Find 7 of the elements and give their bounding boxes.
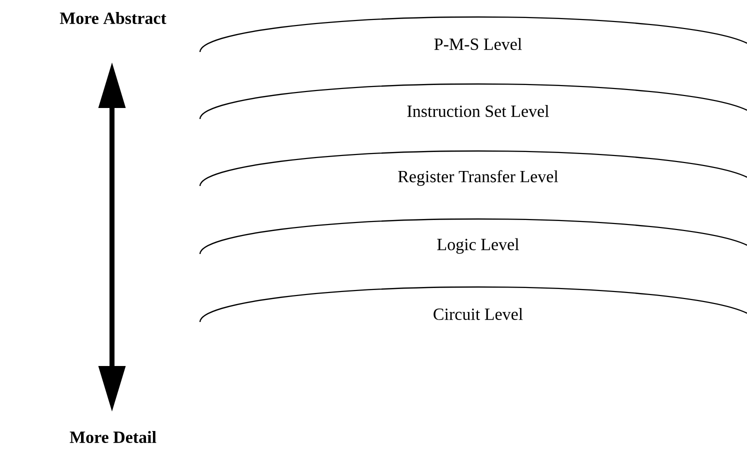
layer-arc: Logic Level (199, 218, 747, 254)
layer-arc: Register Transfer Level (199, 150, 747, 186)
layer-arc: Circuit Level (199, 286, 747, 322)
axis-label: More Detail (70, 431, 156, 443)
layer-arc: P-M-S Level (199, 16, 747, 52)
axis-label: More Abstract (60, 12, 166, 24)
layer-arc: Instruction Set Level (199, 83, 747, 120)
